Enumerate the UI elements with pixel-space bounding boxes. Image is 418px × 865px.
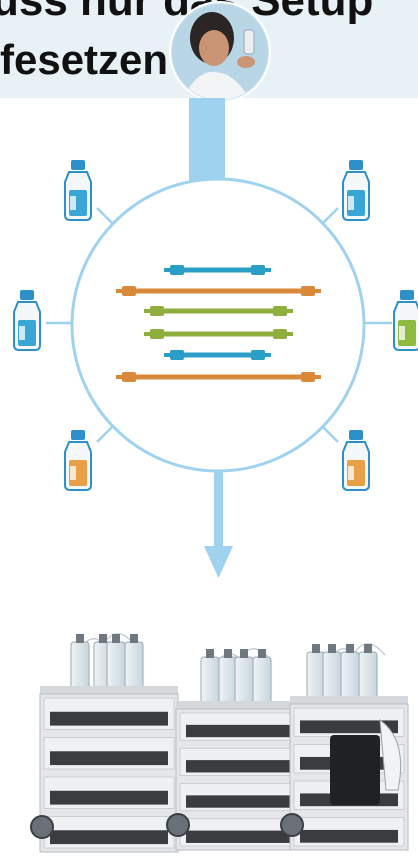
title-line-2: fesetzen [0,36,169,83]
solvent-bottle-icon [393,290,418,351]
down-arrow-icon [204,470,233,578]
solvent-bottle-icon [13,290,41,351]
hplc-column-icon [144,306,293,316]
bottle-spokes [46,207,392,443]
autosampler-window [330,735,380,805]
hplc-stack-icon [30,633,179,853]
column-hub-circle [70,177,366,473]
hplc-column-icon [164,350,271,360]
solvent-bottle-icon [342,160,370,221]
solvent-bottle-icon [64,160,92,221]
hplc-instruments [30,633,409,853]
hplc-columns [116,265,321,382]
solvent-bottle-icon [64,430,92,491]
hplc-column-icon [116,286,321,296]
avatar-connector [189,98,225,190]
autosampler-door [379,718,402,791]
scientist-avatar-icon [169,1,271,103]
solvent-bottles [13,160,418,491]
solvent-bottle-icon [342,430,370,491]
hplc-column-icon [116,372,321,382]
hplc-column-icon [144,329,293,339]
hplc-column-icon [164,265,271,275]
